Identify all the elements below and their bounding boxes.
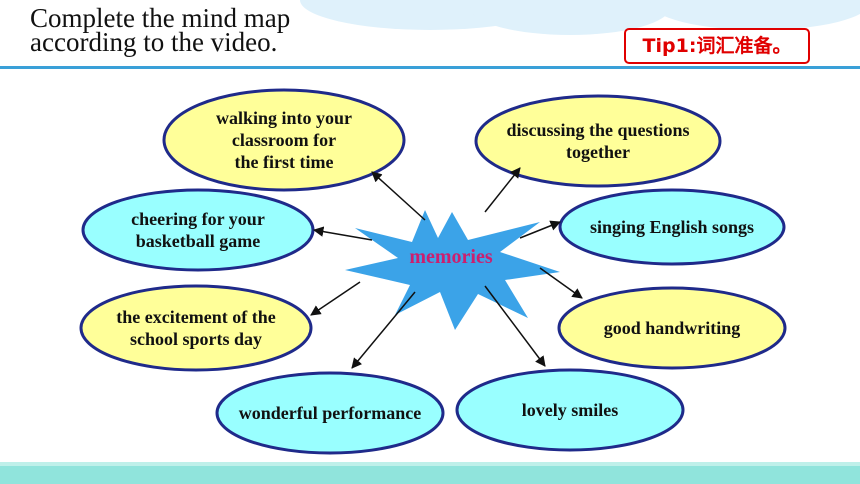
node-excitement-label: the excitement of the school sports day — [116, 307, 276, 349]
footer-stripe — [0, 462, 860, 466]
node-handwriting-ellipse — [557, 286, 787, 370]
node-cheering-label: cheering for your basketball game — [131, 209, 265, 251]
node-smiles-ellipse — [455, 368, 685, 452]
node-discussing-ellipse — [474, 94, 722, 188]
mind-map — [79, 88, 787, 455]
node-performance-ellipse — [215, 371, 445, 455]
tip-badge: Tip1:词汇准备。 — [624, 28, 810, 64]
node-excitement-ellipse — [79, 284, 313, 372]
center-burst — [345, 210, 560, 330]
header-divider — [0, 66, 860, 69]
node-smiles-label: lovely smiles — [521, 400, 619, 420]
node-walking-ellipse — [162, 88, 406, 192]
node-handwriting-label: good handwriting — [603, 318, 741, 338]
node-performance-label: wonderful performance — [238, 403, 422, 423]
node-singing-label: singing English songs — [589, 217, 755, 237]
footer-bar — [0, 466, 860, 484]
arrow-to-singing — [519, 220, 561, 239]
cloud-decoration — [650, 0, 860, 30]
page-title: Complete the mind map according to the v… — [30, 3, 291, 57]
arrow-to-cheering — [312, 226, 373, 241]
arrow-to-discussing — [484, 167, 521, 213]
node-discussing-label: discussing the questions together — [506, 120, 690, 162]
center-label: memories — [409, 246, 493, 268]
arrow-to-performance — [351, 291, 416, 369]
node-walking-label: walking into your classroom for the firs… — [215, 108, 353, 172]
arrow-to-handwriting — [539, 267, 583, 299]
arrow-to-excitement — [310, 281, 361, 316]
arrow-to-smiles — [484, 285, 546, 367]
arrow-to-walking — [371, 171, 426, 221]
